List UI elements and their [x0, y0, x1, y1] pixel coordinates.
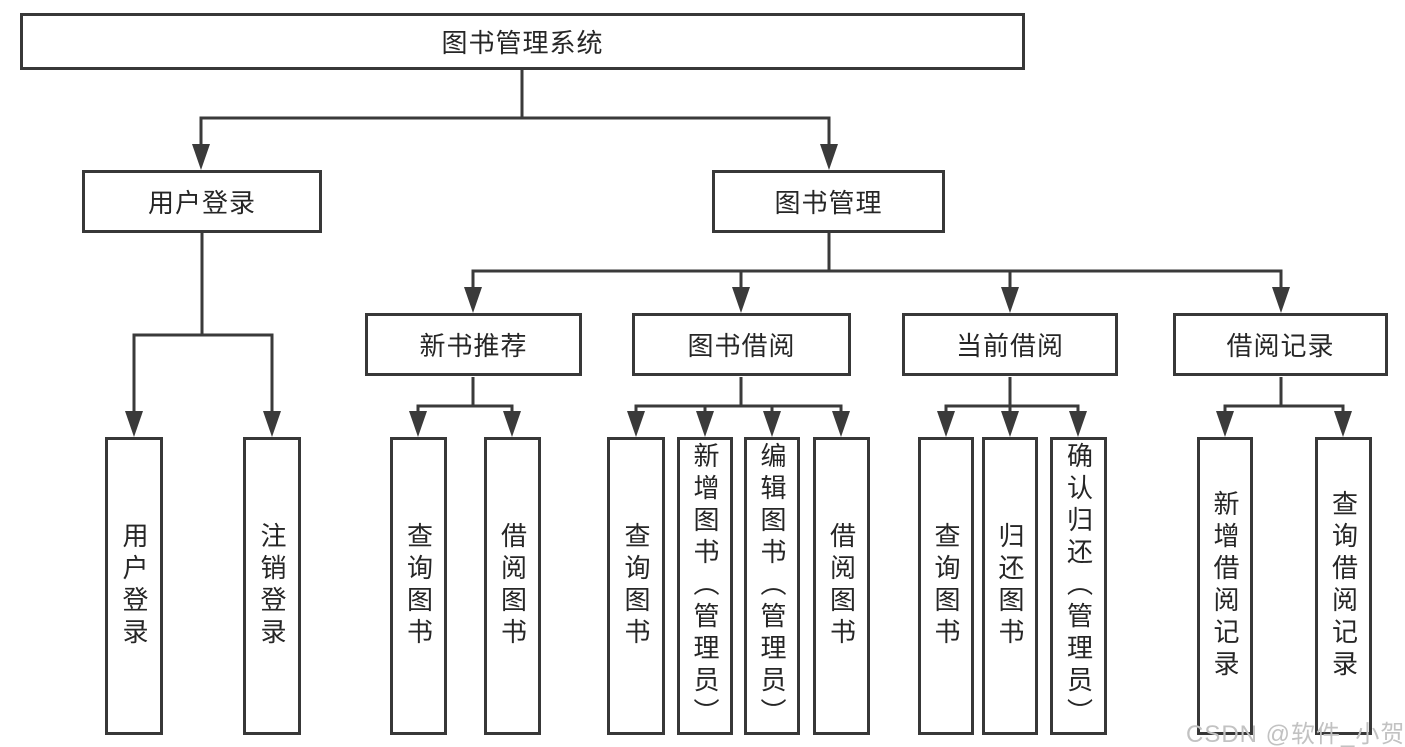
arrow-down-icon [1001, 411, 1019, 437]
arrow-down-icon [1334, 411, 1352, 437]
leaf-label: 查询图书 [931, 522, 961, 650]
node-confirm-return-admin: 确认归还（管理员） [1050, 437, 1107, 735]
node-logout-leaf: 注销登录 [243, 437, 301, 735]
arrow-down-icon [1001, 287, 1019, 313]
arrow-down-icon [192, 144, 210, 170]
node-borrow-books-leaf: 借阅图书 [813, 437, 870, 735]
arrow-down-icon [1069, 411, 1087, 437]
arrow-down-icon [125, 411, 143, 437]
connector-management-to-level2 [464, 233, 1290, 313]
node-book-borrow: 图书借阅 [632, 313, 851, 376]
arrow-down-icon [937, 411, 955, 437]
leaf-label: 查询图书 [621, 522, 651, 650]
arrow-down-icon [832, 411, 850, 437]
node-system-root: 图书管理系统 [20, 13, 1025, 70]
leaf-label: 注销登录 [257, 522, 287, 650]
leaf-label: 确认归还（管理员） [1063, 442, 1094, 730]
leaf-label: 编辑图书（管理员） [757, 442, 787, 730]
connector-login-children [125, 233, 281, 437]
leaf-label: 查询借阅记录 [1328, 490, 1359, 682]
node-current-borrow: 当前借阅 [902, 313, 1118, 376]
node-new-book-recommend: 新书推荐 [365, 313, 582, 376]
arrow-down-icon [409, 411, 427, 437]
node-query-borrow-record: 查询借阅记录 [1315, 437, 1372, 735]
node-user-login: 用户登录 [82, 170, 322, 233]
arrow-down-icon [503, 411, 521, 437]
arrow-down-icon [732, 287, 750, 313]
node-recommend-borrow-books: 借阅图书 [484, 437, 541, 735]
arrow-down-icon [464, 287, 482, 313]
node-borrow-query-books: 查询图书 [607, 437, 665, 735]
leaf-label: 归还图书 [995, 522, 1025, 650]
leaf-label: 借阅图书 [497, 522, 528, 650]
node-add-borrow-record: 新增借阅记录 [1197, 437, 1253, 735]
node-recommend-query-books: 查询图书 [390, 437, 447, 735]
arrow-down-icon [763, 411, 781, 437]
leaf-label: 新增图书（管理员） [690, 442, 720, 730]
node-return-books: 归还图书 [982, 437, 1038, 735]
leaf-label: 用户登录 [119, 522, 149, 650]
leaf-label: 借阅图书 [826, 522, 857, 650]
connector-root-to-level1 [192, 70, 838, 170]
connector-recommend-children [409, 377, 521, 437]
connector-current-children [937, 377, 1087, 437]
arrow-down-icon [820, 144, 838, 170]
connector-records-children [1216, 377, 1352, 437]
arrow-down-icon [627, 411, 645, 437]
node-add-books-admin: 新增图书（管理员） [677, 437, 733, 735]
node-current-query-books: 查询图书 [918, 437, 974, 735]
connector-borrow-children [627, 377, 850, 437]
arrow-down-icon [1216, 411, 1234, 437]
node-borrow-records: 借阅记录 [1173, 313, 1388, 376]
node-user-login-leaf: 用户登录 [105, 437, 163, 735]
node-book-management: 图书管理 [712, 170, 945, 233]
node-edit-books-admin: 编辑图书（管理员） [744, 437, 800, 735]
leaf-label: 新增借阅记录 [1210, 490, 1240, 682]
csdn-watermark: CSDN @软件_小贺同学 [1186, 721, 1405, 747]
arrow-down-icon [696, 411, 714, 437]
arrow-down-icon [1272, 287, 1290, 313]
leaf-label: 查询图书 [403, 522, 434, 650]
arrow-down-icon [263, 411, 281, 437]
